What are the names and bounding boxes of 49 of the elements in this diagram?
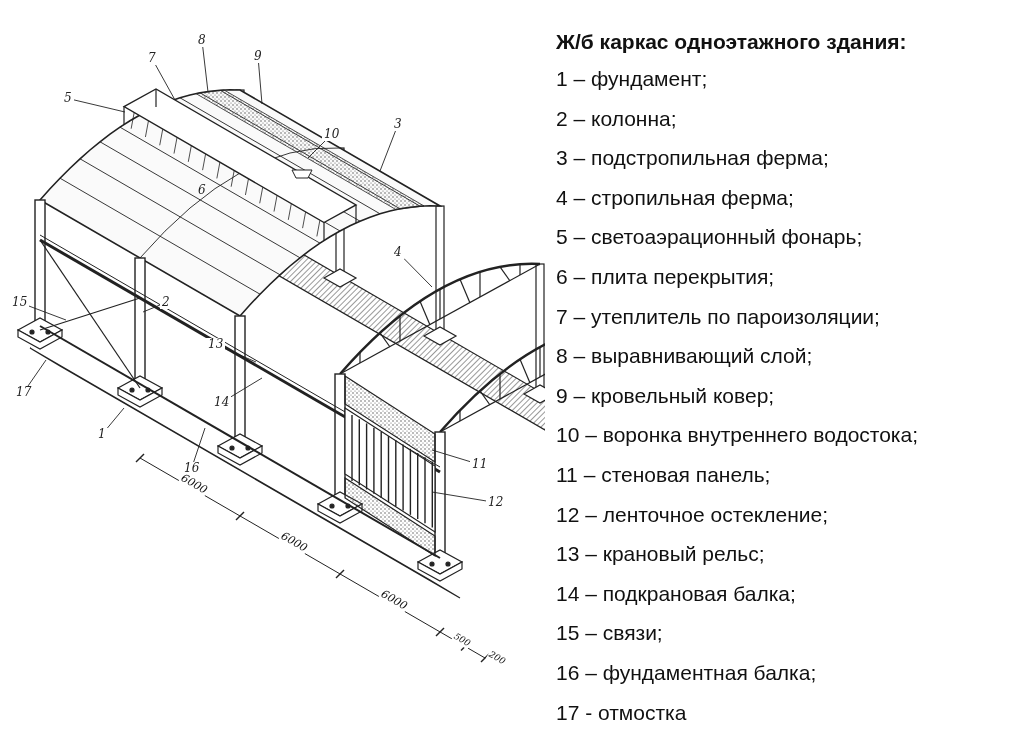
leader-line xyxy=(224,348,257,363)
key-item: 8 – выравнивающий слой; xyxy=(556,343,813,370)
leader-line xyxy=(230,377,263,398)
callout-number: 5 xyxy=(62,92,74,105)
callout-number: 12 xyxy=(486,496,506,509)
callout-number: 15 xyxy=(10,296,30,309)
leader-line xyxy=(431,491,487,502)
callout-number: 7 xyxy=(146,52,158,65)
key-item: 3 – подстропильная ферма; xyxy=(556,145,829,172)
key-item: 4 – стропильная ферма; xyxy=(556,184,794,211)
key-item: 1 – фундамент; xyxy=(556,66,708,92)
key-item: 16 – фундаментная балка; xyxy=(556,660,817,686)
leader-line xyxy=(142,304,161,313)
leader-line xyxy=(27,359,47,387)
key-item: 13 – крановый рельс; xyxy=(556,541,765,568)
leader-line xyxy=(28,305,67,321)
leader-line xyxy=(155,64,176,101)
key-item: 10 – воронка внутреннего водостока; xyxy=(556,422,919,449)
key-item: 11 – стеновая панель; xyxy=(556,462,771,488)
leader-line xyxy=(193,427,206,463)
key-item: 12 – ленточное остекление; xyxy=(556,501,828,528)
callout-number: 9 xyxy=(252,50,264,63)
diagram-title: Ж/б каркас одноэтажного здания: xyxy=(556,30,907,54)
callout-number: 16 xyxy=(182,462,202,475)
key-item: 17 - отмостка xyxy=(556,699,687,726)
callout-number: 2 xyxy=(160,296,172,309)
key-item: 14 – подкрановая балка; xyxy=(556,580,796,607)
leader-line xyxy=(73,99,126,113)
leader-line xyxy=(403,258,433,288)
key-item: 7 – утеплитель по пароизоляции; xyxy=(556,303,880,330)
key-item: 15 – связи; xyxy=(556,620,663,647)
leader-line xyxy=(307,140,326,159)
key-item: 6 – плита перекрытия; xyxy=(556,264,775,290)
callout-number: 13 xyxy=(206,338,226,351)
key-item: 5 – светоаэрационный фонарь; xyxy=(556,224,863,251)
leader-line xyxy=(379,130,396,172)
key-item: 9 – кровельный ковер; xyxy=(556,382,775,409)
callout-number: 14 xyxy=(212,396,232,409)
callout-number: 3 xyxy=(392,118,404,131)
callout-number: 8 xyxy=(196,34,208,47)
leader-line xyxy=(106,407,125,429)
leader-line xyxy=(431,449,471,463)
leader-line xyxy=(202,46,209,93)
callout-number: 4 xyxy=(392,246,404,259)
callout-number: 17 xyxy=(14,386,34,399)
key-item: 2 – колонна; xyxy=(556,105,677,132)
callout-number: 6 xyxy=(197,184,207,197)
callout-number: 10 xyxy=(322,128,342,141)
leader-line xyxy=(258,62,263,105)
